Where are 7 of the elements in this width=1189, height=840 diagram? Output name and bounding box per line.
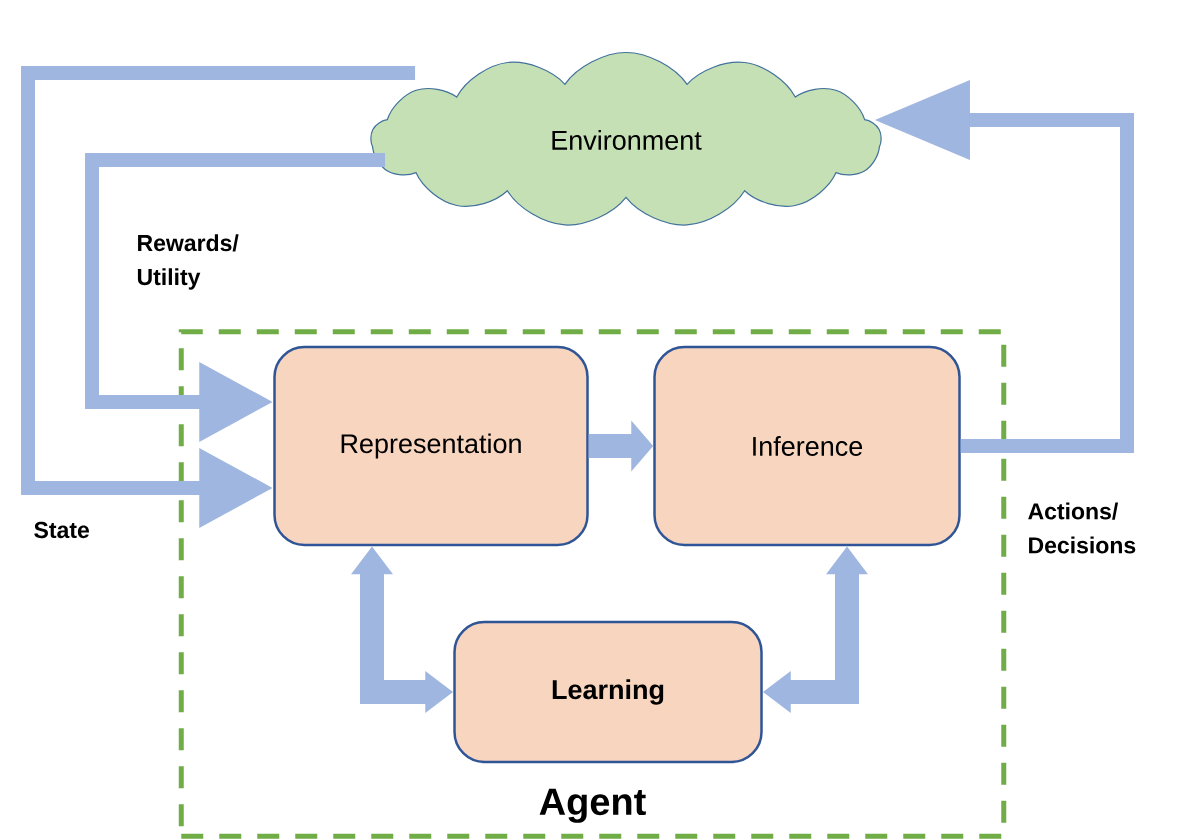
- edge-label: Actions/ Decisions: [1028, 502, 1136, 554]
- process-box: Representation: [273, 345, 589, 547]
- group-title: Agent: [539, 788, 646, 823]
- edge-label: State: [34, 521, 89, 539]
- edge-label: Rewards/ Utility: [137, 234, 239, 290]
- process-box: Inference: [653, 345, 961, 547]
- process-box: Learning: [453, 620, 763, 764]
